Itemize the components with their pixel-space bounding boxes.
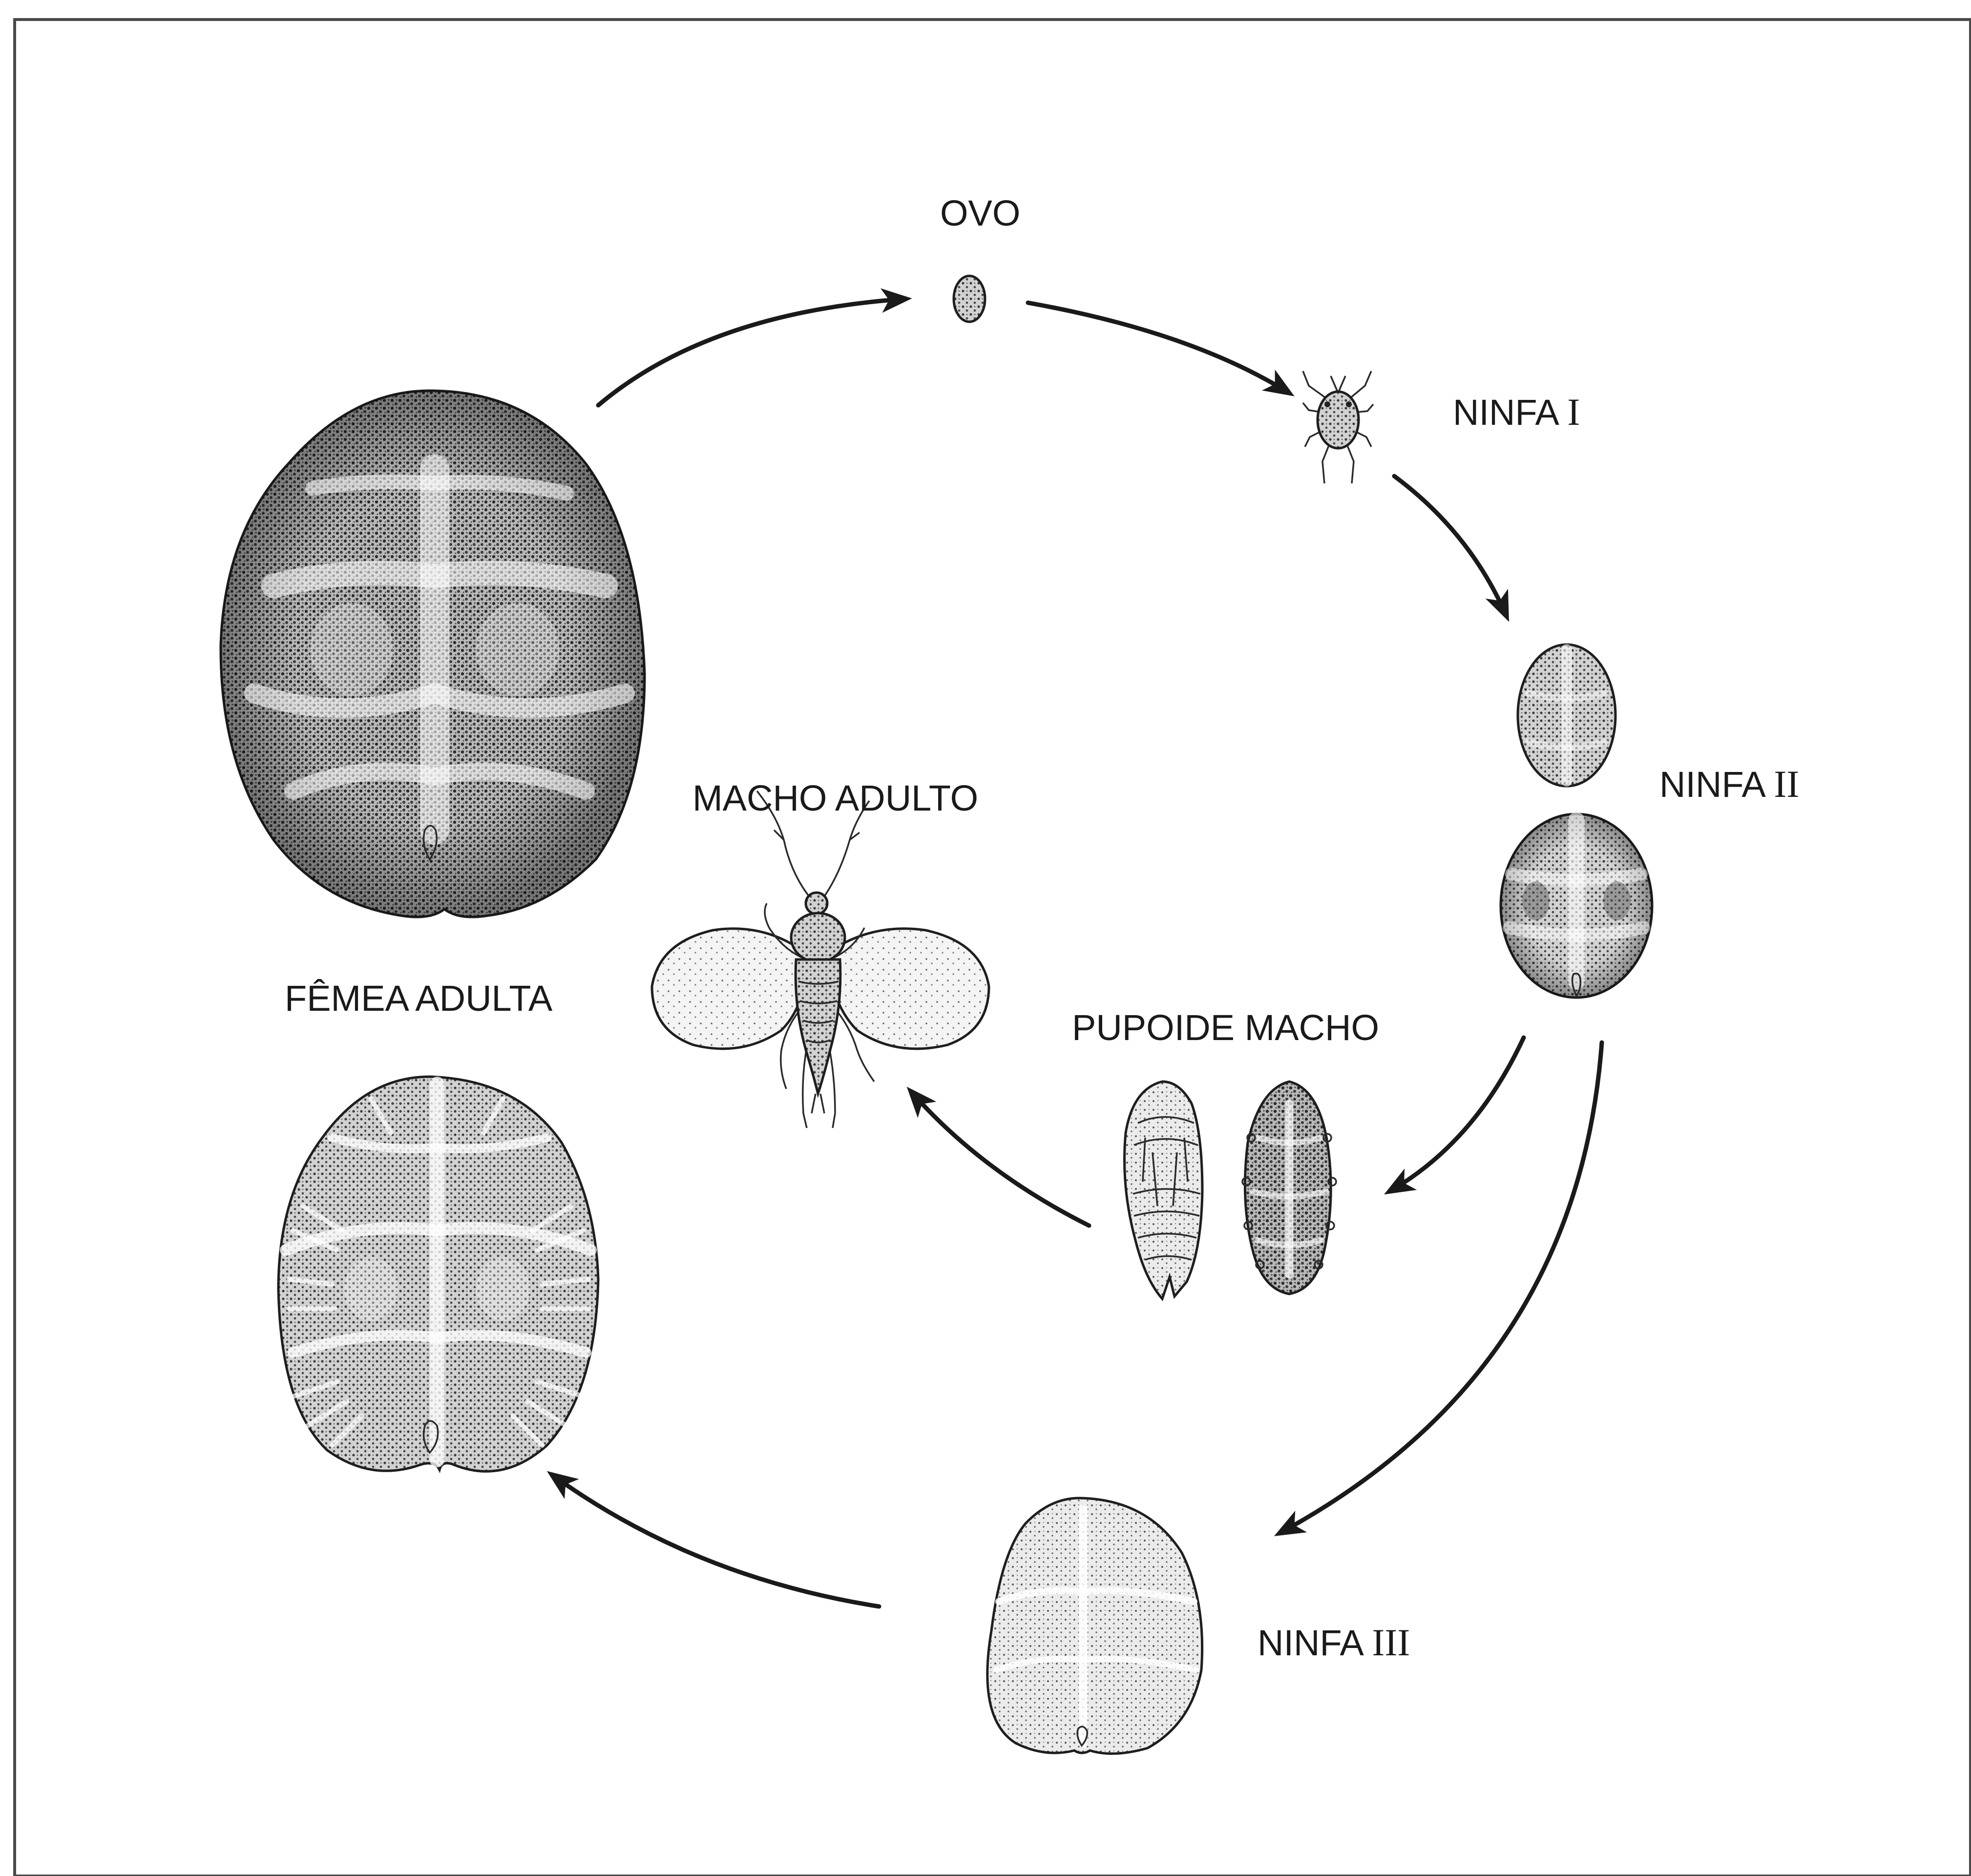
nymph-3-illustration — [987, 1498, 1202, 1753]
label-male-pupa: PUPOIDE MACHO — [1072, 1007, 1379, 1048]
label-egg: OVO — [940, 193, 1020, 233]
egg-illustration — [954, 276, 985, 322]
nymph-2-illustration-top — [1518, 645, 1615, 786]
figure-border — [15, 20, 1971, 1876]
female-adult-illustration-ribbed — [278, 1077, 598, 1471]
label-male-adult: MACHO ADULTO — [692, 778, 978, 818]
label-nymph-1: NINFA I — [1453, 391, 1580, 433]
nymph-2-illustration-bottom — [1501, 814, 1652, 998]
female-adult-illustration-large — [221, 391, 645, 917]
label-nymph-3: NINFA III — [1258, 1621, 1410, 1664]
label-female-adult: FÊMEA ADULTA — [285, 978, 553, 1019]
label-nymph-2: NINFA II — [1659, 763, 1799, 805]
